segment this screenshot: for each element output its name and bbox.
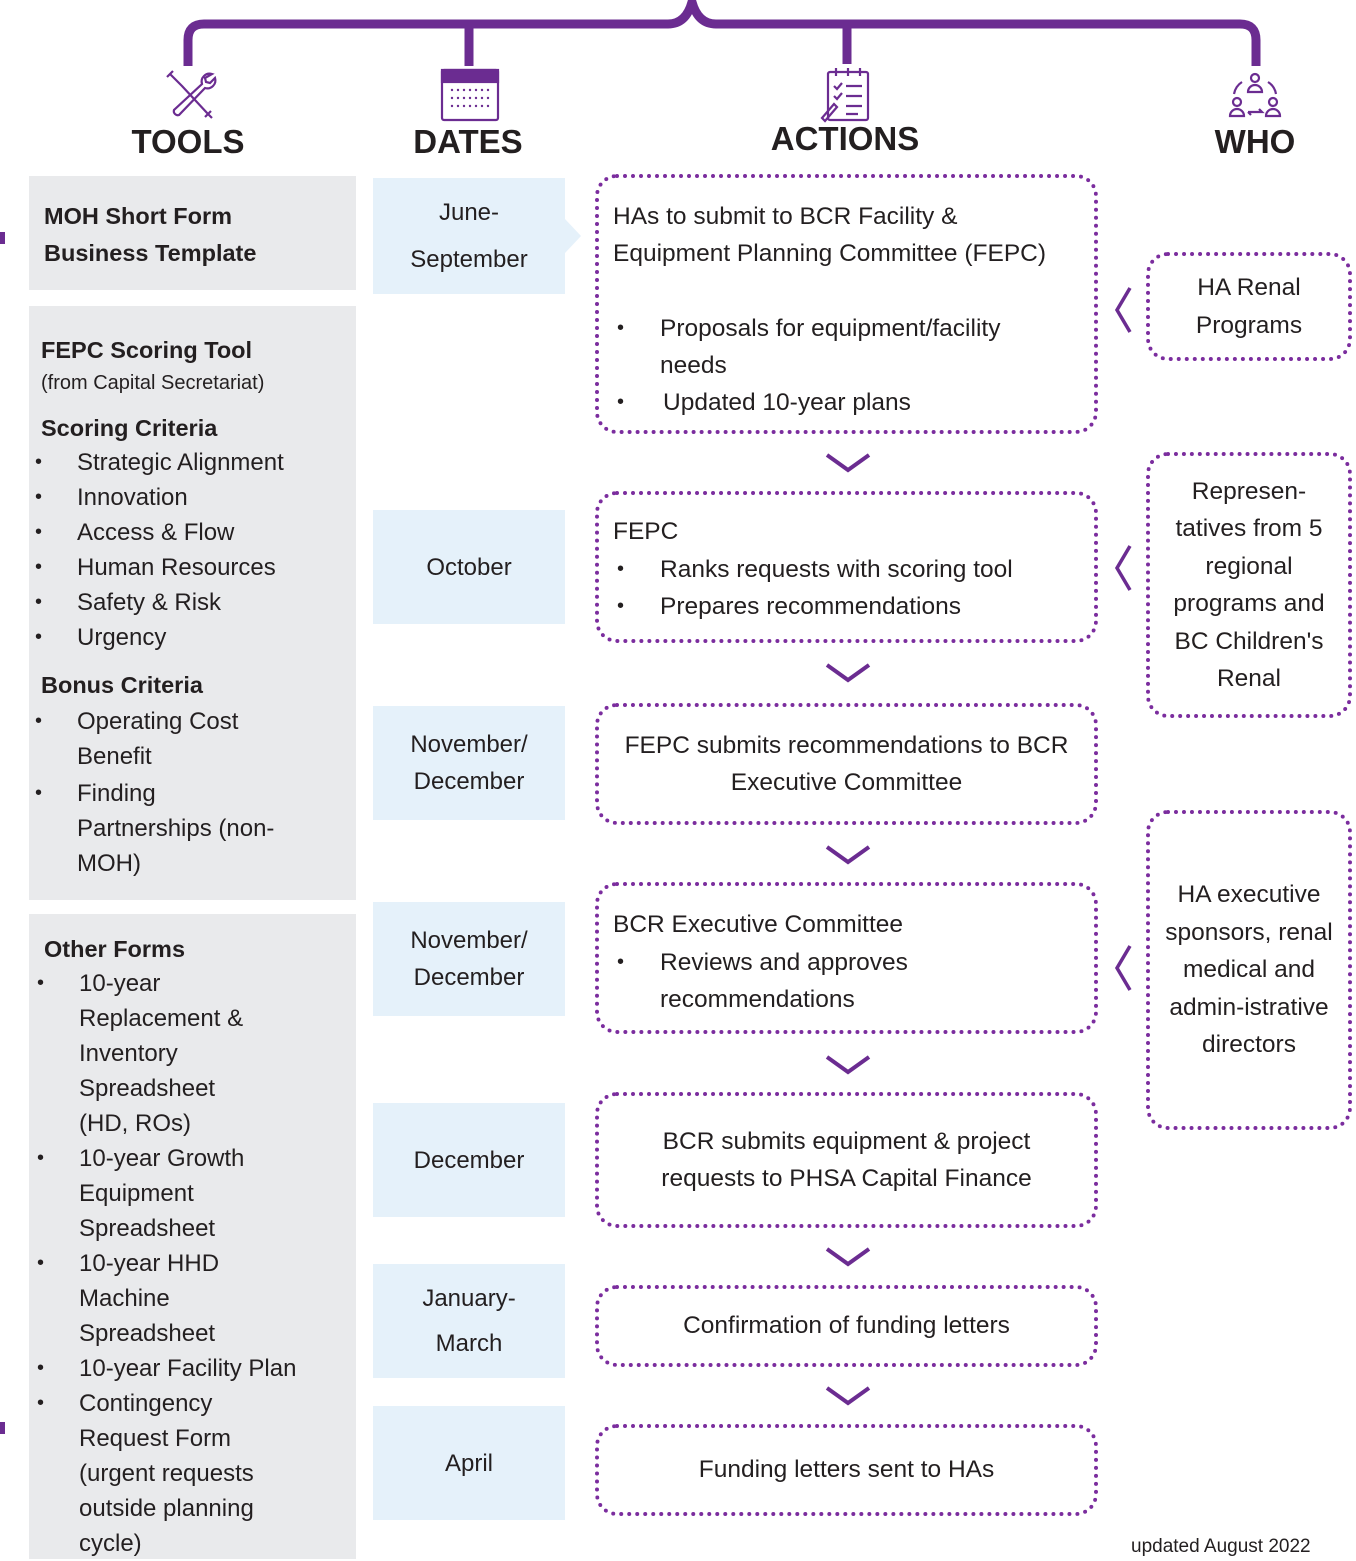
action-text: FEPC submits recommendations to BCR Exec… [624, 731, 1069, 797]
checklist-icon [820, 68, 870, 123]
date-april: April [373, 1406, 565, 1520]
list-item: Finding Partnerships (non-MOH) [29, 776, 289, 881]
action-box-executive: BCR Executive Committee Reviews and appr… [595, 882, 1098, 1034]
list-item: Prepares recommendations [613, 588, 1093, 625]
wrench-screwdriver-icon [166, 70, 217, 119]
who-text: Represen-tatives from 5 regional program… [1173, 477, 1325, 693]
chevron-down-icon [825, 845, 871, 865]
updated-note: updated August 2022 [1131, 1536, 1311, 1557]
action-text: BCR Executive Committee [613, 911, 904, 938]
chevron-down-icon [825, 1386, 871, 1406]
tools-header: TOOLS [131, 123, 245, 160]
list-item: Ranks requests with scoring tool [613, 551, 1093, 588]
date-line: December [413, 768, 525, 795]
date-line: March [435, 1330, 503, 1357]
date-january-march: January- March [373, 1264, 565, 1378]
moh-template-panel: MOH Short Form Business Template [29, 176, 356, 290]
list-item: Updated 10-year plans [613, 384, 1083, 421]
action-box-phsa: BCR submits equipment & project requests… [595, 1092, 1098, 1228]
chevron-left-icon [1114, 945, 1132, 991]
chevron-down-icon [825, 663, 871, 683]
date-line: January- [422, 1285, 516, 1312]
action-box-recommendations: FEPC submits recommendations to BCR Exec… [595, 703, 1098, 825]
date-line: April [444, 1449, 493, 1477]
action-list: Ranks requests with scoring tool Prepare… [613, 551, 1093, 625]
date-june-september: June- September [373, 178, 581, 294]
chevron-down-icon [825, 1055, 871, 1075]
date-line: November/ [410, 731, 528, 758]
action-box-funding-sent: Funding letters sent to HAs [595, 1424, 1098, 1516]
list-item: 10-year HHD Machine Spreadsheet [31, 1246, 259, 1351]
action-text: Funding letters sent to HAs [698, 1456, 995, 1484]
other-forms-panel: Other Forms 10-year Replacement & Invent… [29, 914, 356, 1559]
list-item: Innovation [29, 480, 359, 515]
bonus-criteria-list: Operating Cost Benefit Finding Partnersh… [29, 704, 289, 881]
list-item: Strategic Alignment [29, 445, 359, 480]
action-text: Confirmation of funding letters [683, 1312, 1010, 1340]
list-item: Access & Flow [29, 515, 359, 550]
who-box-renal-programs: HA Renal Programs [1146, 252, 1352, 361]
who-box-executive-sponsors: HA executive sponsors, renal medical and… [1146, 810, 1352, 1130]
actions-header: ACTIONS [770, 120, 920, 157]
action-list: Proposals for equipment/facility needs U… [613, 310, 1083, 421]
fepc-scoring-subtitle: (from Capital Secretariat) [41, 372, 265, 394]
who-text: HA executive sponsors, renal medical and… [1165, 881, 1333, 1059]
chevron-down-icon [825, 453, 871, 473]
date-line: December [413, 964, 525, 991]
date-november-december-2: November/December [373, 902, 565, 1016]
list-item: Human Resources [29, 550, 359, 585]
action-list: Reviews and approves recommendations [613, 944, 1033, 1018]
chevron-down-icon [825, 1247, 871, 1267]
fepc-scoring-panel: FEPC Scoring Tool (from Capital Secretar… [29, 306, 356, 900]
date-line: December [413, 1146, 525, 1174]
chevron-left-icon [1114, 545, 1132, 591]
date-line: June- [438, 199, 500, 226]
other-forms-title: Other Forms [44, 936, 186, 962]
scoring-criteria-list: Strategic Alignment Innovation Access & … [29, 445, 359, 655]
list-item: Contingency Request Form (urgent request… [31, 1386, 289, 1561]
calendar-icon [440, 68, 500, 122]
date-november-december-1: November/December [373, 706, 565, 820]
top-bracket [183, 0, 1261, 66]
list-item: 10-year Growth Equipment Spreadsheet [31, 1141, 259, 1246]
list-item: Proposals for equipment/facility needs [613, 310, 1060, 384]
date-line: October [426, 553, 512, 581]
list-item: 10-year Facility Plan [31, 1351, 321, 1386]
people-cycle-icon [1228, 72, 1282, 118]
action-text: BCR submits equipment & project requests… [661, 1127, 1032, 1193]
dates-header: DATES [413, 123, 523, 160]
list-item: 10-year Replacement & Inventory Spreadsh… [31, 966, 259, 1141]
action-text: HAs to submit to BCR Facility & Equipmen… [613, 203, 1047, 267]
action-box-confirmation: Confirmation of funding letters [595, 1285, 1098, 1367]
action-box-submit: HAs to submit to BCR Facility & Equipmen… [595, 174, 1098, 434]
chevron-left-icon [1114, 287, 1132, 333]
date-december: December [373, 1103, 565, 1217]
list-item: Safety & Risk [29, 585, 359, 620]
list-item: Reviews and approves recommendations [613, 944, 960, 1018]
action-text: FEPC [613, 518, 679, 545]
who-text: HA Renal Programs [1195, 274, 1303, 339]
other-forms-list: 10-year Replacement & Inventory Spreadsh… [31, 966, 321, 1561]
margin-tick [0, 1422, 5, 1434]
moh-template-title: MOH Short Form Business Template [44, 203, 257, 266]
date-october: October [373, 510, 565, 624]
list-item: Operating Cost Benefit [29, 704, 289, 774]
fepc-scoring-title: FEPC Scoring Tool [41, 337, 253, 363]
action-box-fepc: FEPC Ranks requests with scoring tool Pr… [595, 491, 1098, 643]
who-header: WHO [1214, 123, 1296, 160]
list-item: Urgency [29, 620, 359, 655]
date-line: September [410, 246, 528, 273]
scoring-criteria-title: Scoring Criteria [41, 415, 218, 441]
bonus-criteria-title: Bonus Criteria [41, 672, 203, 698]
date-line: November/ [410, 927, 528, 954]
who-box-representatives: Represen-tatives from 5 regional program… [1146, 452, 1352, 718]
margin-tick [0, 232, 5, 244]
